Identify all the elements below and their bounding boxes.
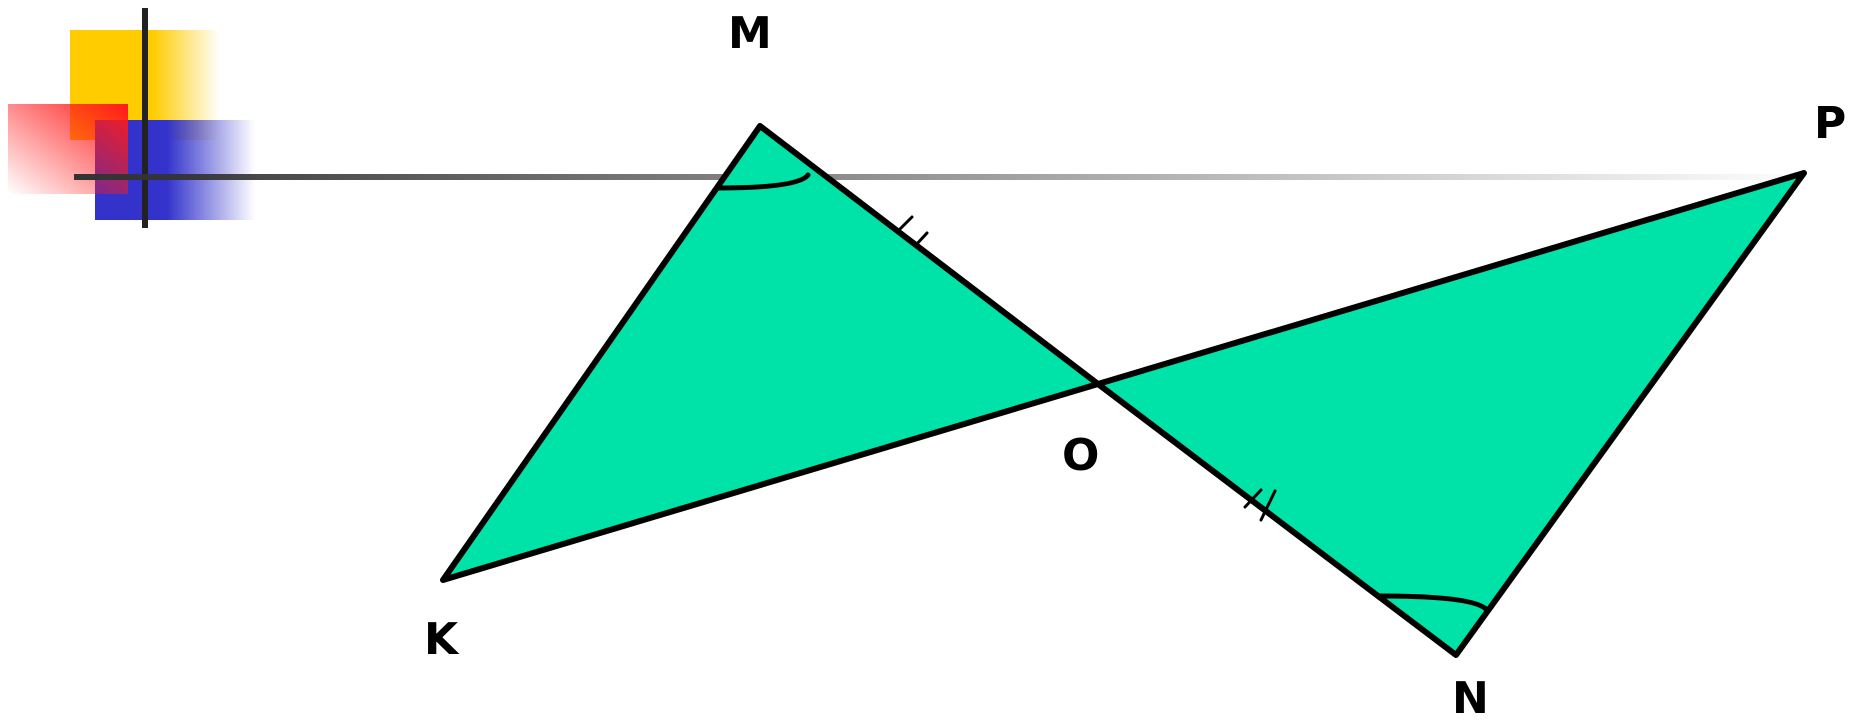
vertex-label-p: P (1814, 98, 1846, 149)
logo-red-square (8, 104, 128, 194)
tick-mark-on-2 (1259, 489, 1277, 522)
triangle-pon (1095, 170, 1807, 658)
tick-marks-mo (897, 215, 929, 248)
vertex-label-o: O (1062, 430, 1099, 481)
horizontal-fade-line (74, 174, 1814, 180)
decorative-logo (8, 8, 255, 228)
vertex-label-m: M (728, 8, 772, 59)
vertex-label-n: N (1452, 673, 1489, 721)
tick-marks-on (1243, 488, 1277, 522)
tick-mark-mo-2 (913, 231, 929, 248)
triangle-mok (440, 123, 1101, 583)
angle-arc-m (715, 172, 811, 191)
angle-arc-n (1377, 593, 1490, 613)
tick-mark-mo-1 (897, 215, 914, 232)
tick-mark-on-1 (1243, 488, 1263, 509)
vertex-label-k: K (424, 614, 460, 665)
